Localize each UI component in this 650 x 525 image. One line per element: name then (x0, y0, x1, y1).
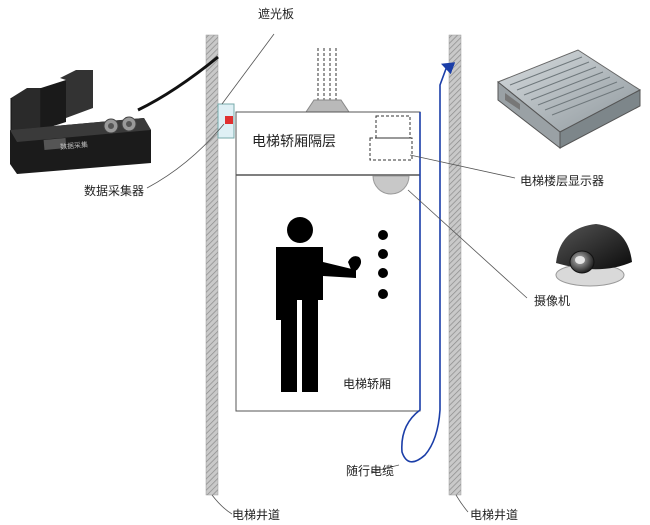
car-camera-dome (372, 175, 410, 195)
light-shield-label: 遮光板 (258, 7, 295, 21)
leader-lines (146, 33, 528, 515)
call-buttons (378, 230, 388, 299)
car-top-hook (305, 99, 350, 113)
hoist-ropes (317, 48, 337, 100)
car-compartment-layer (235, 111, 421, 176)
camera-label: 摄像机 (534, 294, 571, 308)
traveling-cable-label: 随行电缆 (346, 464, 395, 478)
floor-display-label: 电梯楼层显示器 (520, 174, 605, 188)
floor-display-device-box (497, 49, 641, 150)
car-compartment-label: 电梯轿厢隔层 (252, 134, 336, 150)
shaft-wall-left (205, 34, 219, 496)
dome-camera-device (555, 224, 632, 287)
shaft-wall-right (448, 34, 462, 496)
traveling-cable (401, 62, 456, 463)
elevator-car-label: 电梯轿厢 (343, 377, 392, 391)
person-pictogram-icon (276, 217, 362, 392)
photoelectric-sensor-device (10, 55, 219, 174)
floor-display-outline (369, 115, 413, 161)
data-collector-label: 数据采集器 (84, 184, 145, 198)
shaft-right-label: 电梯井道 (470, 508, 519, 522)
sensor-marker (225, 116, 233, 124)
elevator-car-body (235, 174, 421, 412)
shaft-left-label: 电梯井道 (232, 508, 281, 522)
